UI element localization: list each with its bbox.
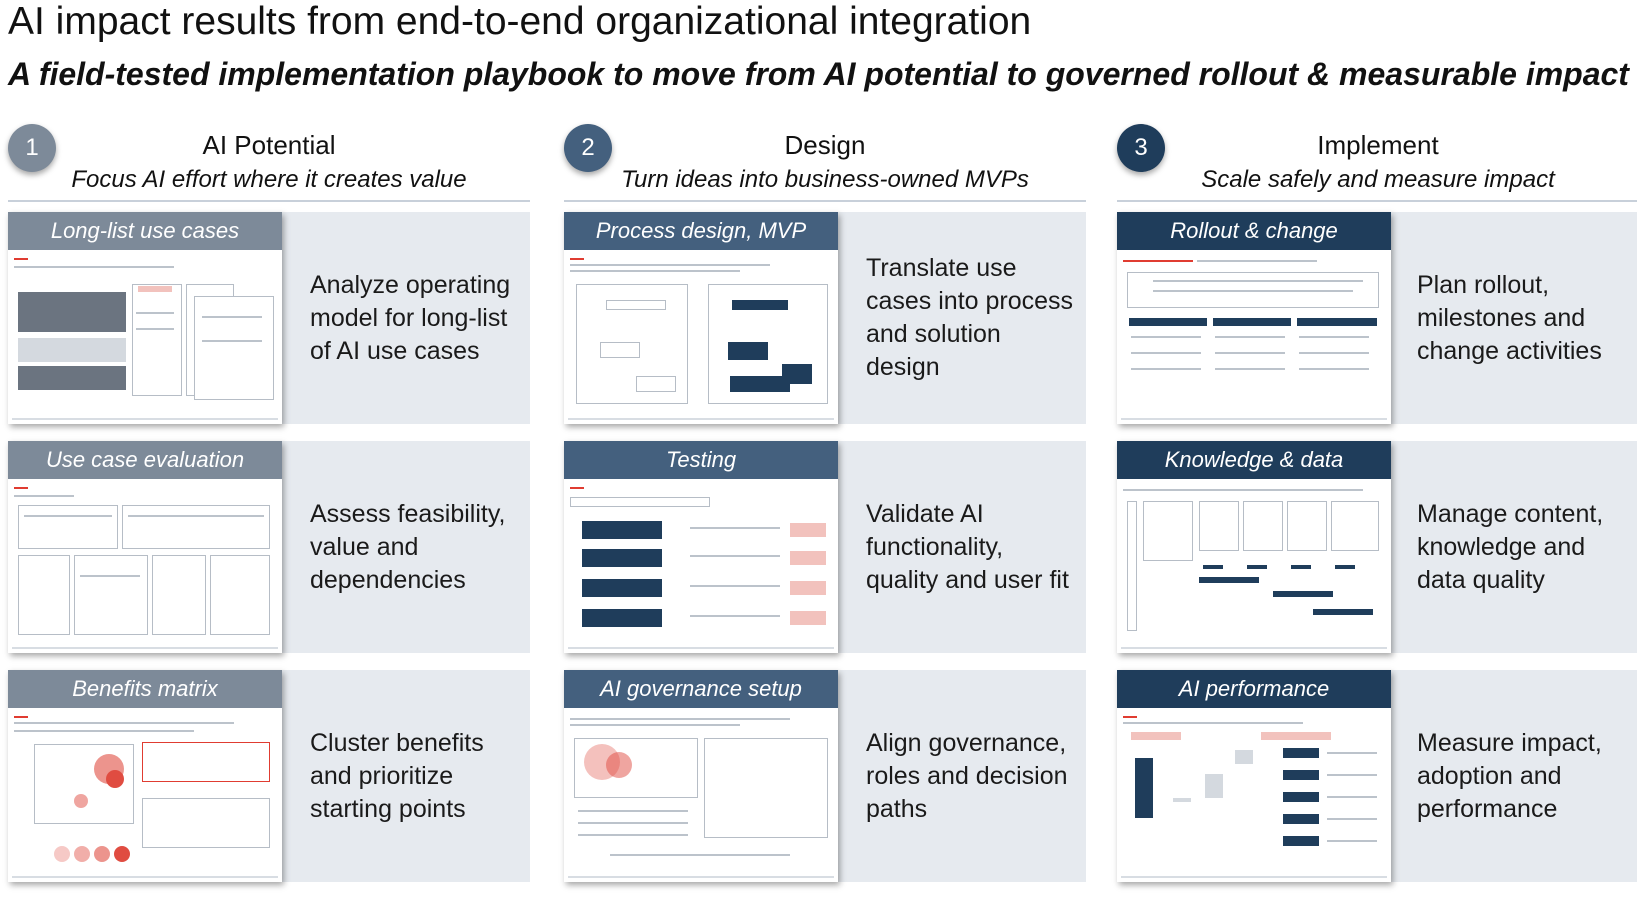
slide-thumbnail[interactable]: Benefits matrix xyxy=(8,670,282,882)
slide-preview xyxy=(1123,714,1385,874)
slide-title: Long-list use cases xyxy=(8,212,282,250)
slide-title: Use case evaluation xyxy=(8,441,282,479)
step-description: Cluster benefits and prioritize starting… xyxy=(310,728,484,823)
slide-thumbnail[interactable]: Process design, MVP xyxy=(564,212,838,424)
slide-preview xyxy=(570,256,832,416)
phase-column-2: 2 Design Turn ideas into business-owned … xyxy=(564,118,1086,918)
slide-thumbnail[interactable]: Rollout & change xyxy=(1117,212,1391,424)
slide-thumbnail[interactable]: AI performance xyxy=(1117,670,1391,882)
slide-title: AI governance setup xyxy=(564,670,838,708)
step-card[interactable]: Process design, MVP Translate use cases … xyxy=(564,212,1086,424)
step-description: Analyze operating model for long-list of… xyxy=(310,270,511,365)
phase-name: AI Potential xyxy=(202,130,336,160)
slide-title: Knowledge & data xyxy=(1117,441,1391,479)
phase-tagline: Scale safely and measure impact xyxy=(1201,166,1555,193)
slide-preview xyxy=(1123,256,1385,416)
step-description: Assess feasibility, value and dependenci… xyxy=(310,499,506,594)
step-card[interactable]: AI governance setup Align governance, ro… xyxy=(564,670,1086,882)
phase-header: 3 Implement Scale safely and measure imp… xyxy=(1117,118,1637,202)
step-description: Measure impact, adoption and performance xyxy=(1417,728,1602,823)
phase-column-1: 1 AI Potential Focus AI effort where it … xyxy=(8,118,530,918)
step-card[interactable]: Knowledge & data Manage content, knowled… xyxy=(1117,441,1637,653)
phase-number-badge: 1 xyxy=(8,124,56,172)
slide-preview xyxy=(570,485,832,645)
slide-title: Testing xyxy=(564,441,838,479)
phase-name: Implement xyxy=(1317,130,1439,160)
step-card[interactable]: Testing Validate AI functionality, quali… xyxy=(564,441,1086,653)
phase-number-badge: 2 xyxy=(564,124,612,172)
step-description: Plan rollout, milestones and change acti… xyxy=(1417,270,1602,365)
step-card[interactable]: Rollout & change xyxy=(1117,212,1637,424)
slide-title: Benefits matrix xyxy=(8,670,282,708)
page-title: AI impact results from end-to-end organi… xyxy=(8,0,1032,43)
slide-title: Rollout & change xyxy=(1117,212,1391,250)
phase-name: Design xyxy=(784,130,866,160)
step-description: Translate use cases into process and sol… xyxy=(866,254,1074,381)
step-card[interactable]: Benefits matrix Cluster benefits and pri… xyxy=(8,670,530,882)
phase-tagline: Focus AI effort where it creates value xyxy=(71,166,467,193)
slide-thumbnail[interactable]: Knowledge & data xyxy=(1117,441,1391,653)
phase-header: 2 Design Turn ideas into business-owned … xyxy=(564,118,1086,202)
step-description: Align governance, roles and decision pat… xyxy=(866,728,1068,823)
phase-tagline: Turn ideas into business-owned MVPs xyxy=(621,166,1029,193)
slide-title: Process design, MVP xyxy=(564,212,838,250)
page-subtitle: A field-tested implementation playbook t… xyxy=(8,56,1629,92)
phase-number-badge: 3 xyxy=(1117,124,1165,172)
slide-thumbnail[interactable]: Long-list use cases xyxy=(8,212,282,424)
slide-preview xyxy=(1123,485,1385,645)
slide-thumbnail[interactable]: Use case evaluation xyxy=(8,441,282,653)
step-card[interactable]: Long-list use cases Analyze operating mo… xyxy=(8,212,530,424)
slide-preview xyxy=(14,256,276,416)
step-description: Validate AI functionality, quality and u… xyxy=(866,499,1069,594)
slide-preview xyxy=(570,714,832,874)
step-card[interactable]: AI performance xyxy=(1117,670,1637,882)
phase-header: 1 AI Potential Focus AI effort where it … xyxy=(8,118,530,202)
slide-preview xyxy=(14,714,276,874)
slide-title: AI performance xyxy=(1117,670,1391,708)
slide-thumbnail[interactable]: AI governance setup xyxy=(564,670,838,882)
slide-preview xyxy=(14,485,276,645)
step-description: Manage content, knowledge and data quali… xyxy=(1417,499,1604,594)
phase-column-3: 3 Implement Scale safely and measure imp… xyxy=(1117,118,1637,918)
step-card[interactable]: Use case evaluation Assess feasibility, … xyxy=(8,441,530,653)
slide-thumbnail[interactable]: Testing xyxy=(564,441,838,653)
